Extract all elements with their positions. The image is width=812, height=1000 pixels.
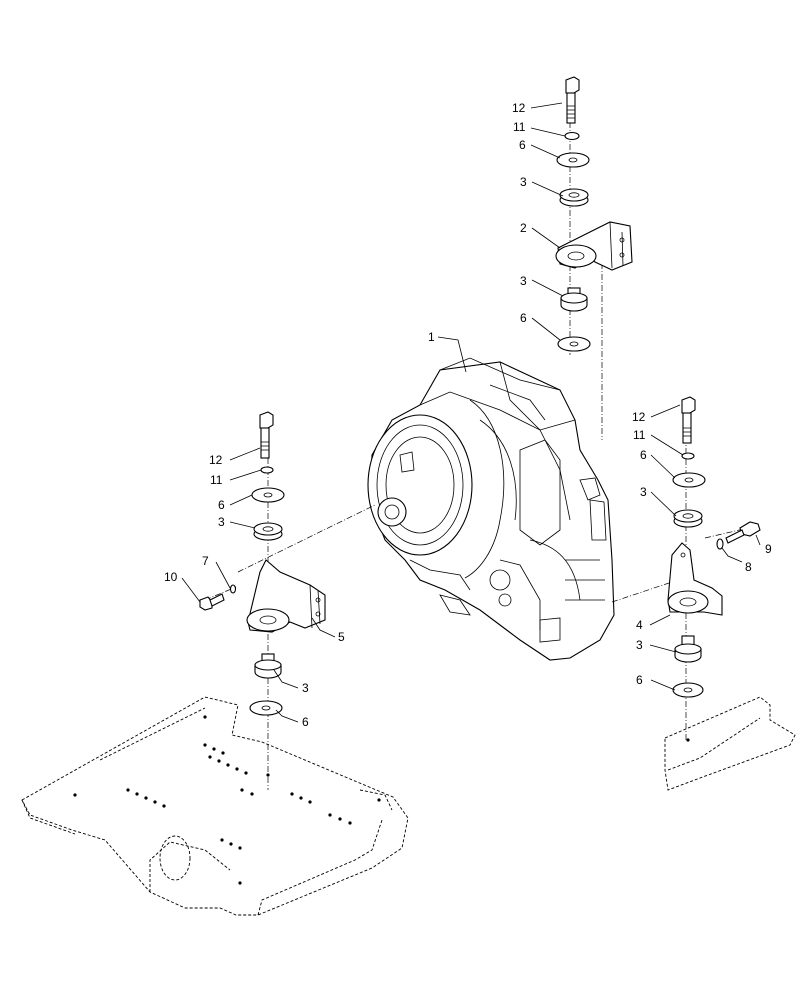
callout-5: 5 [338,630,345,644]
callout-6-left: 6 [218,498,225,512]
callout-10: 10 [164,570,178,584]
bushing-3-left [253,522,283,541]
washer-6-top [556,152,590,168]
frame-ghost-outline [21,696,409,916]
callout-12-right: 12 [632,410,646,424]
callout-8: 8 [745,560,752,574]
lock-washer-11-top [564,131,580,141]
bolt-9 [725,521,761,544]
callout-3-right: 3 [640,485,647,499]
bushing-3-top-lower [560,287,588,312]
washer-6-left-lower [249,700,283,716]
callout-11-right: 11 [633,428,646,442]
callout-7: 7 [202,554,209,568]
callout-1: 1 [428,330,435,344]
lock-washer-7 [229,584,237,594]
callout-6-right-lower: 6 [636,673,643,687]
lock-washer-11-right [681,452,695,460]
callout-6-left-lower: 6 [302,715,309,729]
callout-3-top-lower: 3 [520,274,527,288]
bushing-3-right [673,509,703,528]
left-mount-stack [199,411,326,716]
washer-6-right-lower [672,682,704,698]
callout-3-left: 3 [218,515,225,529]
bolt-10 [199,593,225,611]
bolt-12-top [565,76,580,124]
callout-12-left: 12 [209,453,223,467]
washer-6-top-lower [557,336,591,352]
bolt-12-right [681,396,696,444]
callout-6-right: 6 [640,448,647,462]
bushing-3-top [559,188,589,207]
callout-11-left: 11 [210,473,223,487]
washer-6-left [251,487,285,503]
lock-washer-8 [716,538,724,550]
right-frame-ghost-bracket [664,696,796,791]
bushing-3-right-lower [674,635,702,663]
callout-4: 4 [636,618,643,632]
callout-3-right-lower: 3 [636,638,643,652]
callout-2: 2 [520,221,527,235]
callout-3-top: 3 [520,175,527,189]
callout-labels: 12 11 6 3 2 3 6 1 12 11 6 3 7 10 5 3 6 1… [164,101,772,729]
frame-holes [73,715,381,885]
callout-6-top: 6 [519,138,526,152]
bracket-5 [246,559,326,633]
callout-11-top: 11 [513,120,526,134]
bracket-2 [555,221,633,271]
lock-washer-11-left [260,466,274,474]
transmission-assembly [367,357,615,661]
bushing-3-left-lower [254,653,282,679]
callout-3-left-lower: 3 [302,681,309,695]
leader-lines [181,102,761,723]
callout-9: 9 [765,542,772,556]
bracket-4 [667,542,723,616]
top-right-mount-stack [555,76,633,352]
washer-6-right [672,472,706,488]
callout-6-top-lower: 6 [520,311,527,325]
bolt-12-left [259,411,274,459]
right-mount-stack [667,396,761,698]
callout-12-top: 12 [512,101,526,115]
